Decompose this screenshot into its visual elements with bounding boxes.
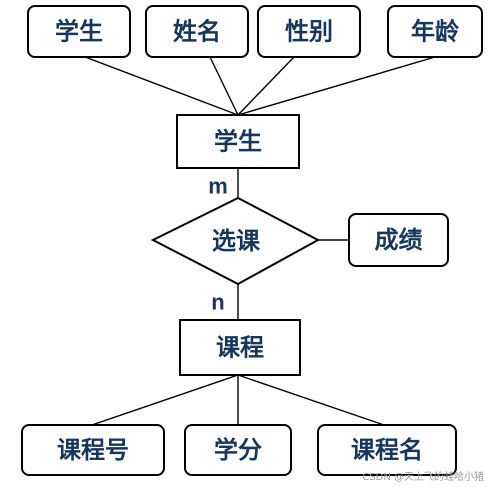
connector-course-kechenghao — [91, 374, 239, 426]
entity-course: 课程 — [179, 319, 301, 376]
attribute-xuefen: 学分 — [184, 424, 292, 476]
attribute-chengji: 成绩 — [348, 213, 449, 267]
attribute-label: 性别 — [285, 18, 333, 46]
entity-student-label: 学生 — [214, 128, 262, 156]
entity-course-label: 课程 — [216, 334, 264, 362]
entity-student: 学生 — [176, 114, 300, 169]
connector-attr-xuesheng — [84, 56, 239, 116]
cardinality-m: m — [208, 174, 228, 199]
connector-attr-nianling — [237, 56, 436, 116]
connector-course-kechengming — [237, 374, 385, 426]
attribute-xuesheng: 学生 — [27, 5, 131, 58]
attribute-xingbie: 性别 — [257, 5, 361, 58]
attribute-label: 年龄 — [411, 18, 460, 46]
attribute-label: 课程名 — [351, 436, 423, 464]
attribute-label: 成绩 — [375, 226, 423, 254]
attribute-nianling: 年龄 — [387, 5, 483, 58]
relationship-xuanke: 选课 — [150, 196, 321, 286]
attribute-kechenghao: 课程号 — [21, 424, 165, 476]
cardinality-n: n — [211, 290, 224, 315]
attribute-label: 学生 — [55, 18, 103, 46]
watermark: CSDN @天上飞的蛙哈小猪 — [362, 470, 484, 483]
relationship-label: 选课 — [212, 227, 261, 255]
connector-attr-xingbie — [237, 56, 295, 116]
attribute-label: 学分 — [214, 436, 262, 464]
connectors — [84, 56, 436, 426]
attribute-xingming: 姓名 — [145, 5, 249, 58]
attribute-label: 姓名 — [173, 18, 221, 46]
connector-attr-xingming — [209, 56, 239, 116]
attribute-kechengming: 课程名 — [317, 424, 457, 476]
attribute-label: 课程号 — [57, 436, 129, 464]
